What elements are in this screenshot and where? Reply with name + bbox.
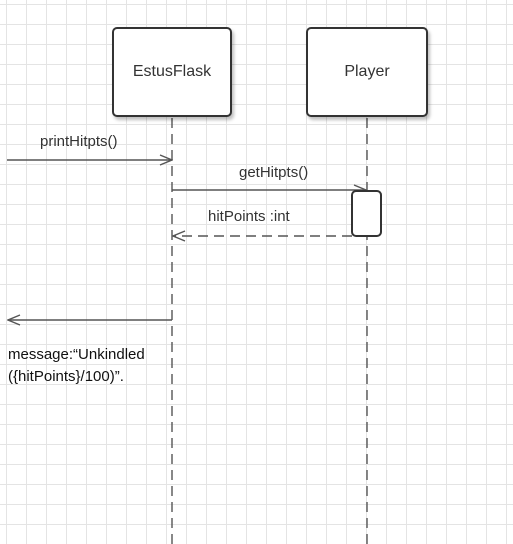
player-participant[interactable]: Player (306, 27, 428, 117)
estusflask-participant[interactable]: EstusFlask (112, 27, 232, 117)
player-activation-bar (351, 190, 382, 237)
get-hitpts-label: getHitpts() (239, 164, 309, 181)
player-label: Player (344, 63, 390, 80)
message-note: message:“Unkindled ({hitPoints}/100)”. (8, 344, 145, 388)
hitpoints-return-label: hitPoints :int (208, 208, 290, 225)
print-hitpts-label: printHitpts() (40, 133, 118, 150)
message-note-line1: message:“Unkindled (8, 346, 145, 363)
message-note-line2: ({hitPoints}/100)”. (8, 368, 124, 385)
estusflask-label: EstusFlask (132, 63, 212, 80)
